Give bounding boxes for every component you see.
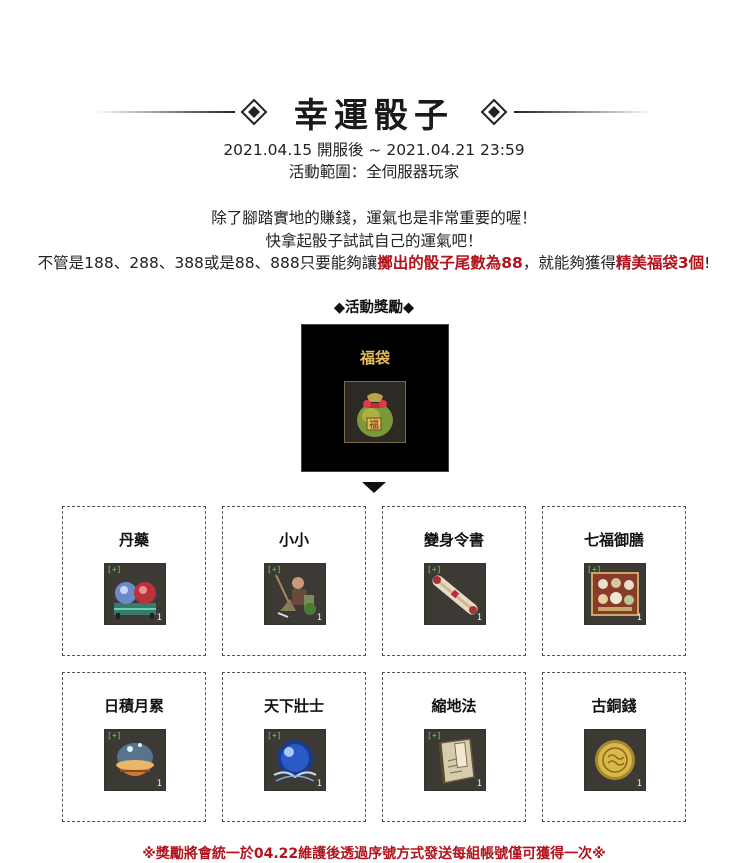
highlight-reward: 精美福袋3個 [615, 254, 705, 272]
reward-card: 縮地法 [+] 1 [382, 672, 526, 822]
reward-name: 小小 [278, 531, 309, 549]
item-tag: [+] [427, 731, 442, 740]
description-text: ，就能夠獲得 [522, 254, 616, 272]
event-period: 2021.04.15 開服後 ~ 2021.04.21 23:59 [223, 141, 525, 159]
reward-name: 七福御膳 [583, 531, 644, 549]
svg-text:福: 福 [369, 418, 379, 431]
item-tag: [+] [267, 565, 282, 574]
item-quantity: 1 [636, 779, 642, 789]
scroll-icon: [+] 1 [424, 563, 486, 625]
reward-name: 天下壯士 [263, 697, 324, 715]
reward-card: 丹藥 [+] 1 [62, 506, 206, 656]
glowing-bowl-icon: [+] 1 [104, 729, 166, 791]
reward-card: 七福御膳 [+] 1 [542, 506, 686, 656]
item-quantity: 1 [476, 613, 482, 623]
highlight-dice-condition: 擲出的骰子尾數為88 [377, 254, 523, 272]
reward-name: 縮地法 [431, 697, 477, 715]
reward-card: 古銅錢 1 [542, 672, 686, 822]
reward-card: 小小 [+] 1 [222, 506, 366, 656]
reward-card: 天下壯士 [+] 1 [222, 672, 366, 822]
item-quantity: 1 [476, 779, 482, 789]
blue-orb-icon: [+] 1 [264, 729, 326, 791]
item-tag: [+] [107, 565, 122, 574]
left-diamond-ornament-icon [240, 98, 268, 126]
reward-card: 變身令書 [+] 1 [382, 506, 526, 656]
item-quantity: 1 [636, 613, 642, 623]
bronze-coin-icon: 1 [584, 729, 646, 791]
banquet-tray-icon: [+] 1 [584, 563, 646, 625]
page-title: 幸運骰子 [294, 96, 454, 136]
reward-name: 變身令書 [423, 531, 484, 549]
reward-delivery-note: ※獎勵將會統一於04.22維護後透過序號方式發送每組帳號僅可獲得一次※ [142, 846, 606, 862]
featured-reward-card: 福袋 福 [301, 324, 449, 472]
down-arrow-icon [362, 482, 386, 493]
reward-name: 古銅錢 [591, 697, 637, 715]
description-line-2: 快拿起骰子試試自己的運氣吧！ [265, 232, 483, 250]
reward-card: 日積月累 [+] 1 [62, 672, 206, 822]
featured-reward-name: 福袋 [359, 349, 390, 367]
event-scope: 活動範圍：全伺服器玩家 [288, 163, 460, 181]
description-line-3: 不管是188、288、388或是88、888只要能夠讓擲出的骰子尾數為88，就能… [0, 252, 748, 274]
book-icon: [+] 1 [424, 729, 486, 791]
description-text: 不管是188、288、388或是88、888只要能夠讓 [37, 254, 378, 272]
item-quantity: 1 [316, 613, 322, 623]
lucky-bag-icon: 福 [344, 381, 406, 443]
item-tag: [+] [267, 731, 282, 740]
item-tag: [+] [107, 731, 122, 740]
elixir-orbs-icon: [+] 1 [104, 563, 166, 625]
item-quantity: 1 [316, 779, 322, 789]
right-diamond-ornament-icon [480, 98, 508, 126]
reward-name: 日積月累 [103, 697, 164, 715]
item-quantity: 1 [156, 613, 162, 623]
item-tag: [+] [587, 565, 602, 574]
description-text: ! [704, 254, 711, 272]
event-title-banner: 幸運骰子 [0, 86, 748, 138]
little-warrior-icon: [+] 1 [264, 563, 326, 625]
rewards-heading: ◆活動獎勵◆ [333, 300, 415, 316]
item-quantity: 1 [156, 779, 162, 789]
reward-name: 丹藥 [118, 531, 149, 549]
description-line-1: 除了腳踏實地的賺錢，運氣也是非常重要的喔！ [211, 209, 537, 227]
title-ornament [95, 98, 654, 126]
item-tag: [+] [427, 565, 442, 574]
